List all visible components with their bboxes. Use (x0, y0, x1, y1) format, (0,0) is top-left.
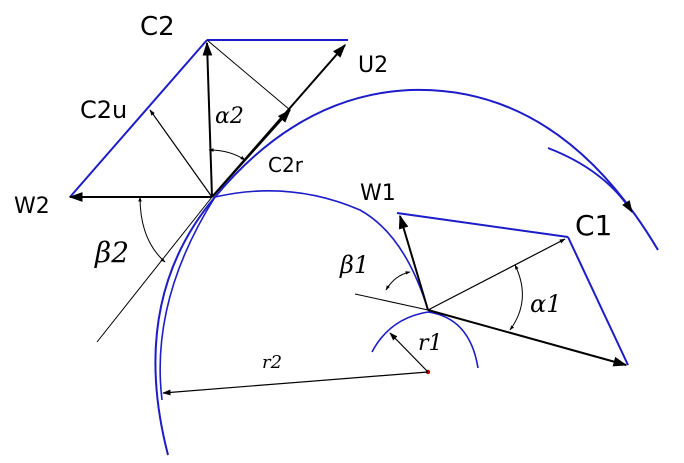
c2r-vector (149, 109, 213, 198)
inlet-circle (159, 190, 429, 401)
label-w1: W1 (360, 181, 396, 206)
label-c2u: C2u (80, 96, 127, 124)
label-w2: W2 (14, 194, 50, 219)
c1-side-line (567, 236, 629, 366)
label-beta1: β1 (339, 251, 369, 279)
alpha2-arc (208, 148, 246, 161)
w1-top-line (396, 212, 569, 238)
radius-r1-arrow (389, 332, 429, 373)
label-r2: r2 (262, 352, 282, 373)
c2-vector (202, 41, 213, 198)
alpha1-arc (509, 264, 523, 331)
label-alpha1: α1 (530, 290, 561, 318)
hub-circle (371, 311, 479, 369)
tangent-line-inlet (354, 293, 429, 311)
w1-vector (398, 214, 429, 311)
beta1-arc (385, 271, 411, 291)
label-u2: U2 (358, 53, 388, 78)
label-beta2: β2 (94, 236, 129, 269)
c2u-segment (206, 39, 291, 111)
c2u-vector (211, 108, 291, 198)
rotation-arc (547, 147, 633, 214)
label-alpha2: α2 (215, 104, 244, 129)
c2-line (69, 39, 208, 198)
radius-r2-arrow (162, 371, 429, 396)
c1-vector (427, 238, 566, 311)
label-c2: C2 (140, 12, 175, 42)
label-r1: r1 (418, 331, 443, 356)
outer-impeller-circle (154, 88, 659, 456)
u1-vector (427, 309, 628, 367)
tangent-line-outlet (96, 196, 213, 343)
label-c1: C1 (575, 209, 612, 242)
beta2-arc (138, 196, 166, 263)
label-c2r: C2r (268, 153, 304, 177)
